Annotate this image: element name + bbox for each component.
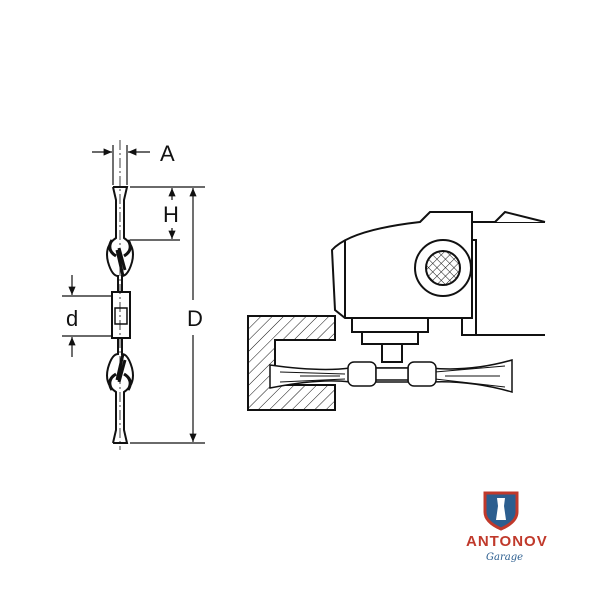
dimension-label-d-small: d [66,306,78,331]
dimension-label-d-large: D [187,306,203,331]
workpiece [247,315,336,411]
wrench-hand-icon [496,498,506,520]
brush-side-profile [106,140,134,450]
antonov-garage-logo: ANTONOV Garage [466,491,548,563]
brush-in-use [269,359,513,393]
angle-grinder [330,210,546,363]
logo-tagline: Garage [486,552,523,563]
logo-name: ANTONOV [466,533,548,550]
dimension-label-h: H [163,202,179,227]
dimension-lines [62,145,205,444]
dimension-label-a: A [160,141,175,166]
